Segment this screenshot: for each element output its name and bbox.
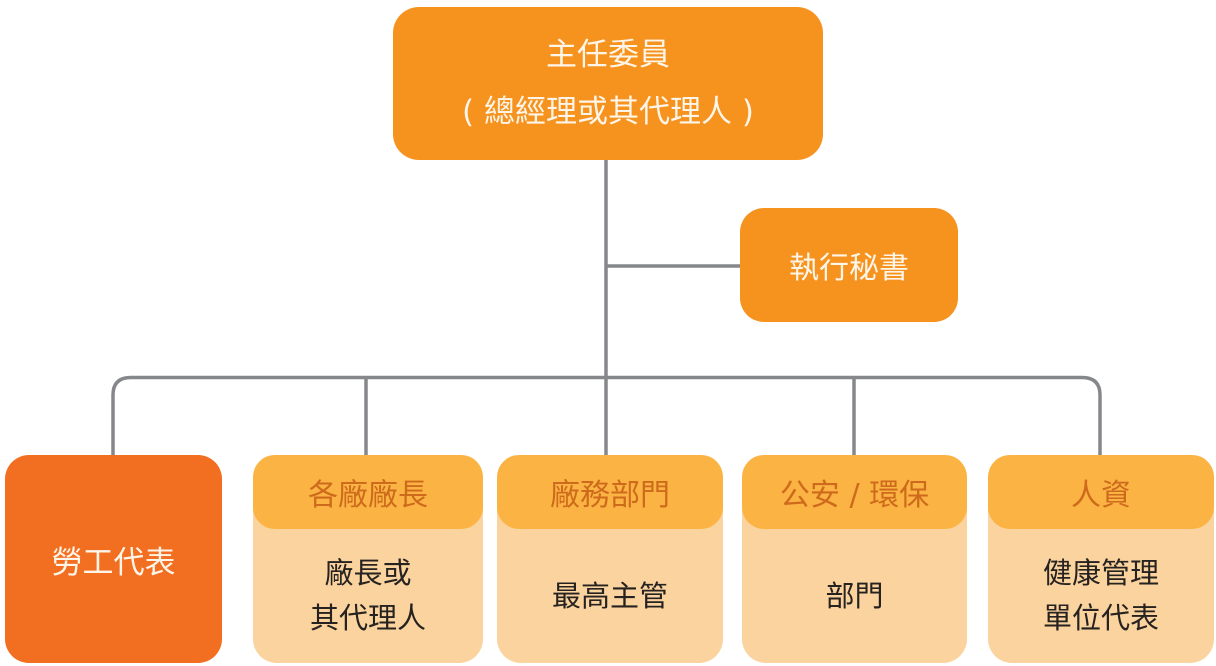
node-plant-affairs-department: 廠務部門 最高主管 bbox=[497, 455, 723, 663]
human-resources-header: 人資 bbox=[988, 455, 1214, 529]
plant-affairs-header-label: 廠務部門 bbox=[550, 478, 670, 513]
node-executive-secretary: 執行秘書 bbox=[740, 208, 958, 322]
node-labor-representative: 勞工代表 bbox=[5, 455, 222, 663]
node-human-resources: 人資 健康管理 單位代表 bbox=[988, 455, 1214, 663]
node-safety-environment: 公安 / 環保 部門 bbox=[742, 455, 967, 663]
human-resources-body: 健康管理 單位代表 bbox=[988, 529, 1214, 663]
safety-environment-body-line1: 部門 bbox=[825, 578, 884, 613]
chairman-title: 主任委員 bbox=[546, 36, 670, 73]
plant-managers-header-label: 各廠廠長 bbox=[308, 478, 428, 513]
human-resources-header-label: 人資 bbox=[1071, 478, 1131, 513]
plant-affairs-body: 最高主管 bbox=[497, 529, 723, 663]
human-resources-body-line2: 單位代表 bbox=[1042, 601, 1159, 635]
safety-environment-header-label: 公安 / 環保 bbox=[779, 478, 930, 513]
plant-managers-body-line1: 廠長或 bbox=[324, 556, 412, 591]
safety-environment-body: 部門 bbox=[742, 529, 967, 663]
plant-managers-header: 各廠廠長 bbox=[253, 455, 483, 529]
node-plant-managers: 各廠廠長 廠長或 其代理人 bbox=[253, 455, 483, 663]
node-chairman: 主任委員 ( 總經理或其代理人 ) bbox=[393, 7, 823, 160]
plant-managers-body: 廠長或 其代理人 bbox=[253, 529, 483, 663]
safety-environment-header: 公安 / 環保 bbox=[742, 455, 967, 529]
plant-affairs-body-line1: 最高主管 bbox=[551, 578, 668, 613]
chairman-subtitle: ( 總經理或其代理人 ) bbox=[462, 93, 754, 130]
plant-managers-body-line2: 其代理人 bbox=[309, 601, 426, 635]
human-resources-body-line1: 健康管理 bbox=[1042, 556, 1159, 591]
labor-representative-label: 勞工代表 bbox=[51, 544, 176, 581]
executive-secretary-label: 執行秘書 bbox=[789, 251, 909, 286]
plant-affairs-header: 廠務部門 bbox=[497, 455, 723, 529]
